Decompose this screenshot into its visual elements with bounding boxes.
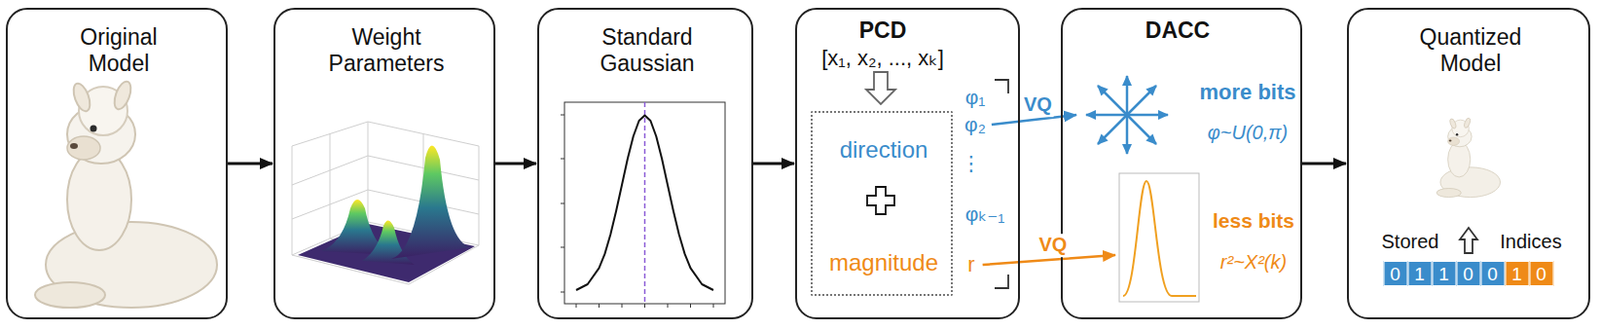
edge-label: VQ [1036,233,1069,257]
index-bit-cell: 0 [1528,260,1554,287]
edge-label: VQ [1021,93,1055,117]
index-bit-cell: 1 [1407,260,1432,287]
node-text: φ~U(0,π) [1207,121,1289,146]
process-box: Weight Parameters [273,7,496,320]
index-bit-cell: 0 [1480,260,1505,287]
dotted-group-box: direction magnitude [810,110,953,296]
node-title: Standard Gaussian [583,24,711,77]
flow-arrow [227,162,273,166]
vector-component: ⋮ [961,151,982,177]
process-box: Standard Gaussian [537,7,754,320]
node-title: PCD [859,17,908,44]
node-text: Indices [1499,230,1562,255]
node-title: Weight Parameters [323,24,450,77]
process-box: DACC more bits φ~U(0,π) less bits r²~X²(k) [1060,7,1303,320]
node-text: more bits [1199,79,1296,106]
flow-arrow [1302,162,1346,166]
node-text: Stored [1381,230,1440,255]
node-title: Original Model [55,24,182,77]
vector-component: φ₁ [965,85,986,110]
node-text: magnitude [829,249,939,277]
index-bit-cell: 0 [1382,260,1408,287]
index-bit-cell: 1 [1504,260,1529,287]
vector-component: φ₂ [964,112,986,138]
node-text: r²~X²(k) [1220,251,1287,275]
flow-arrow [753,162,795,166]
process-box: PCD[x₁, x₂, ..., xₖ] direction magnitude [795,7,1020,320]
node-text: [x₁, x₂, ..., xₖ] [821,45,945,72]
node-title: Quantized Model [1407,24,1534,77]
node-title: direction [839,136,929,164]
node-text: less bits [1212,209,1295,234]
flow-arrow [495,162,537,166]
vector-component: φₖ₋₁ [965,202,1006,227]
index-bit-cell: 1 [1431,260,1456,287]
index-bit-cell: 0 [1455,260,1481,287]
vector-component: r [967,252,975,278]
process-box: Original Model [5,7,228,320]
node-title: DACC [1145,17,1210,44]
